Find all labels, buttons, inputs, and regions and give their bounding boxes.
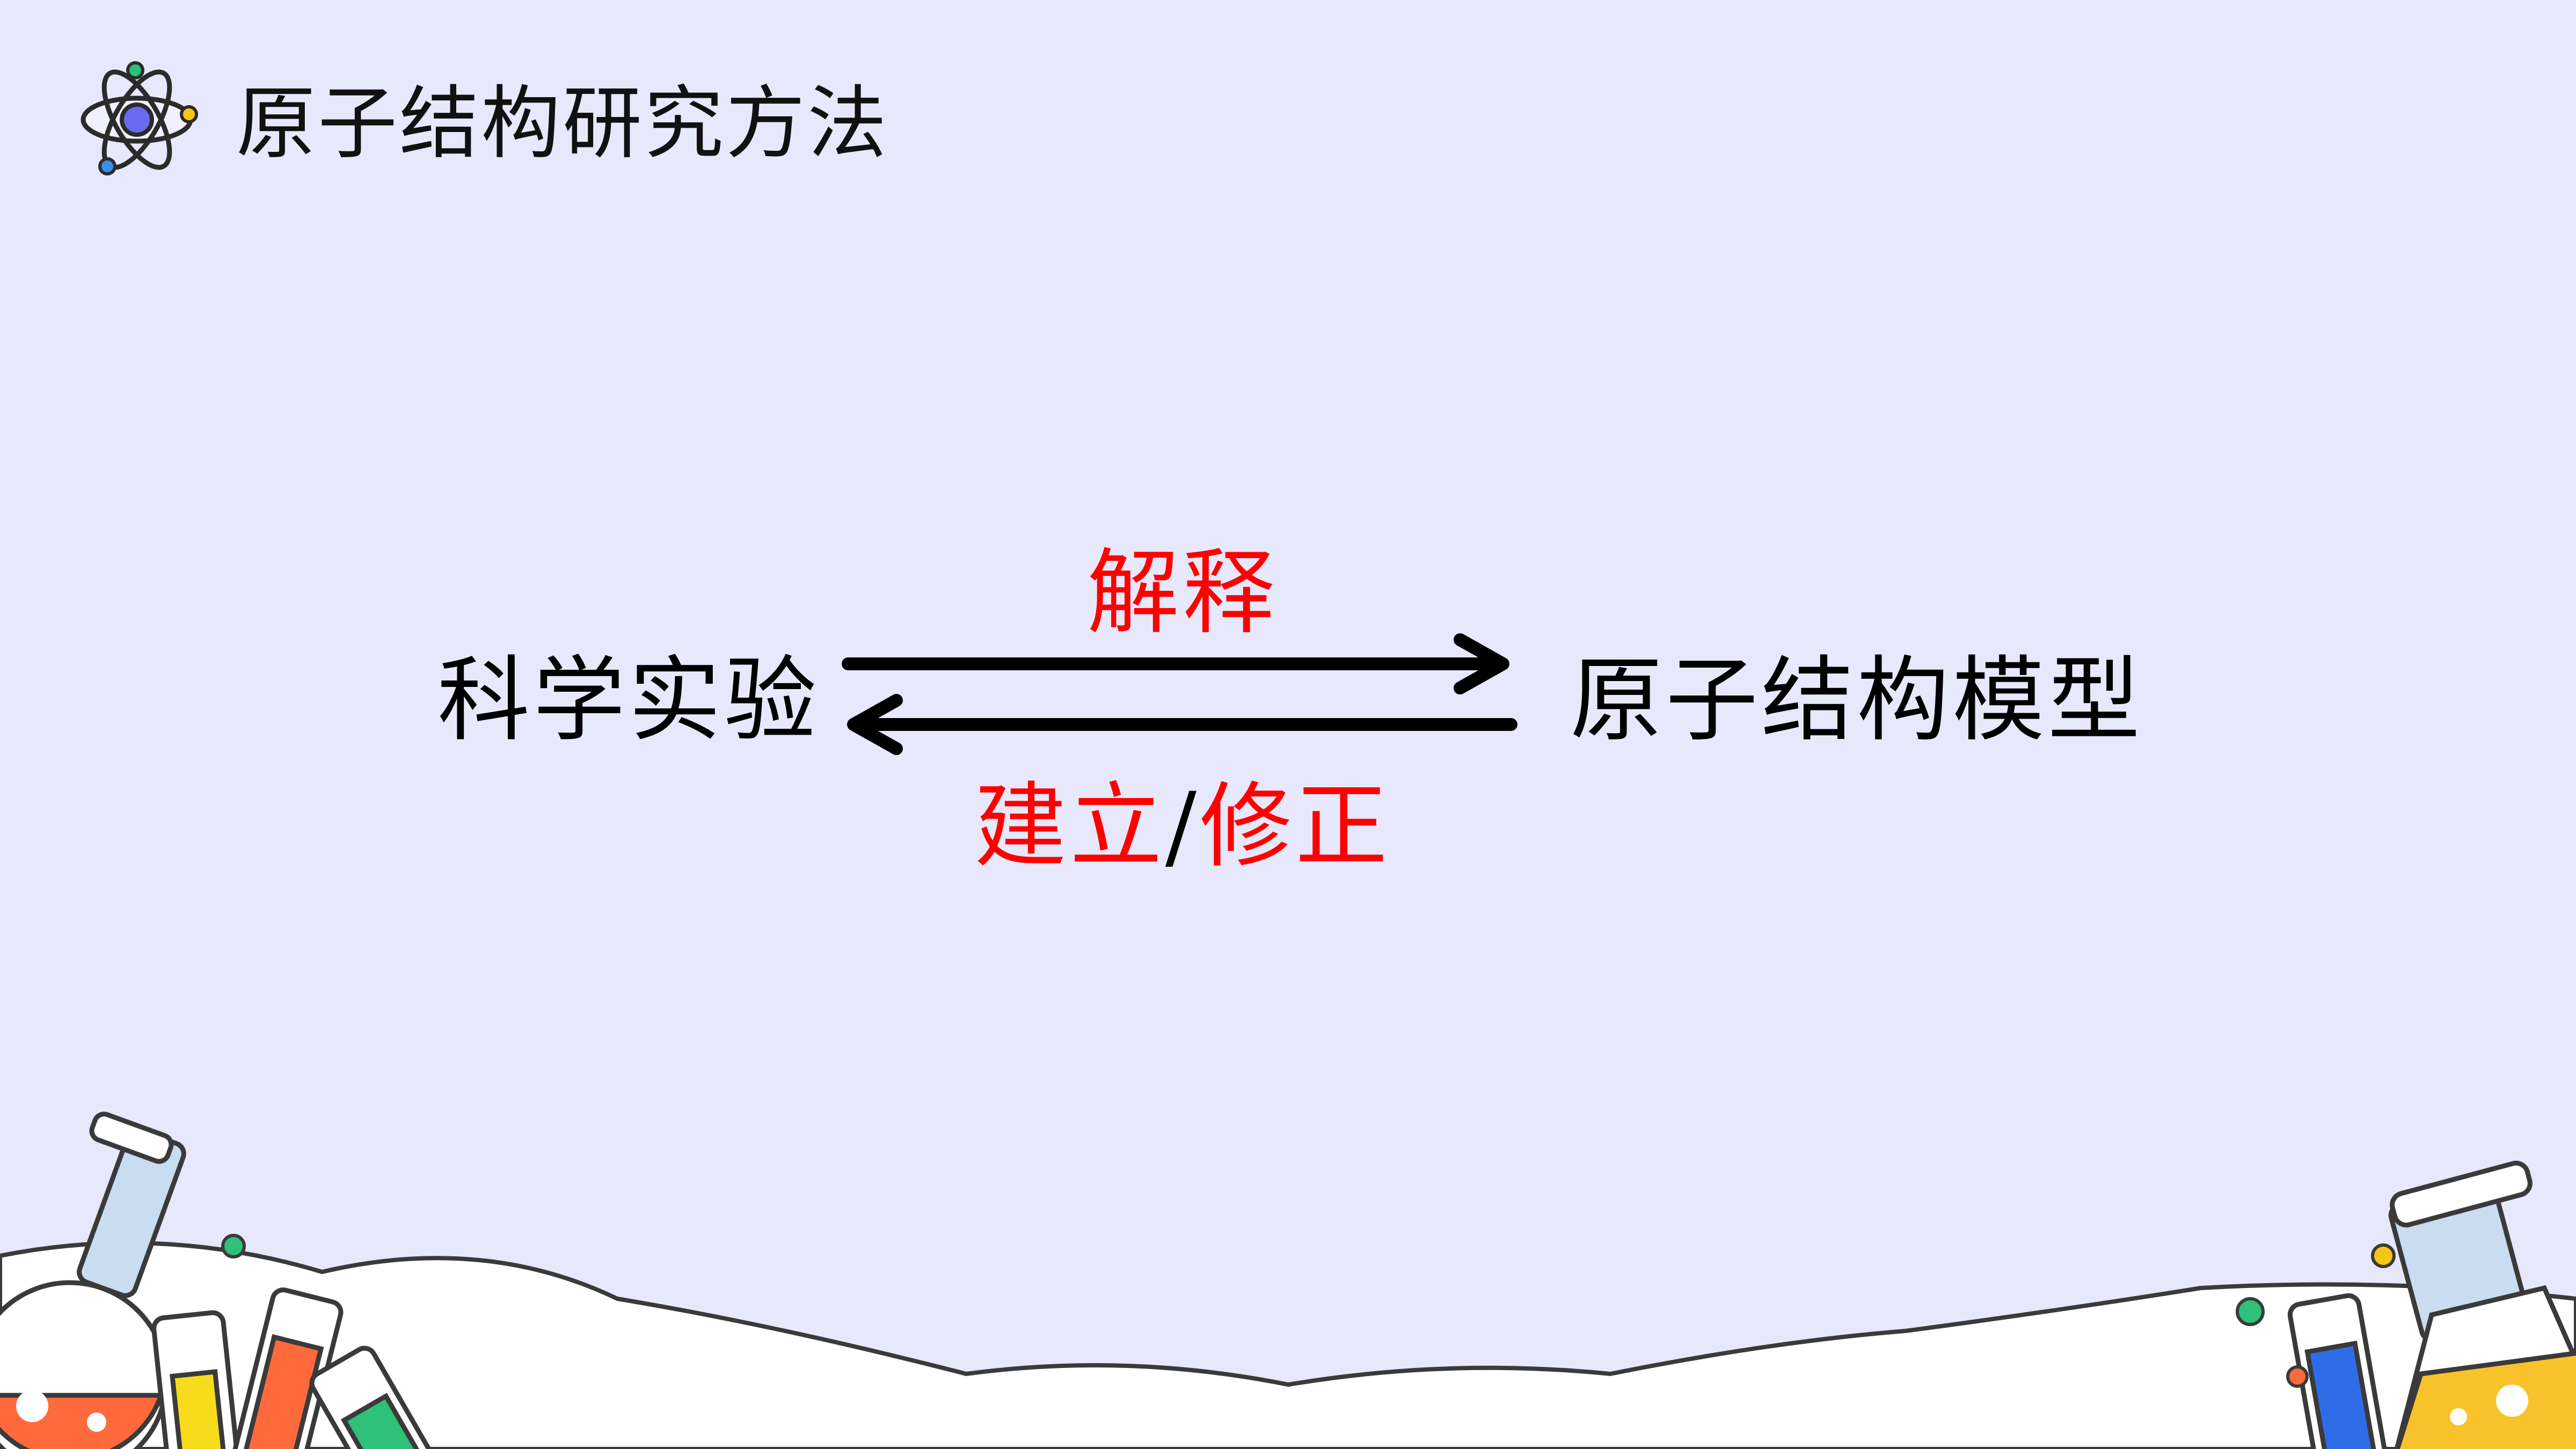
left-test-tubes-icon	[151, 1287, 437, 1449]
atom-icon	[81, 61, 198, 175]
model-node: 原子结构模型	[1570, 646, 2143, 754]
page-title: 原子结构研究方法	[236, 77, 889, 170]
backward-label-revise: 修正	[1199, 772, 1391, 880]
red-dot-icon	[2286, 1365, 2309, 1388]
backward-arrow	[847, 694, 1517, 755]
green-dot-icon-right	[2236, 1297, 2265, 1326]
green-dot-icon	[221, 1234, 246, 1258]
experiment-node: 科学实验	[437, 646, 820, 754]
conical-flask-icon	[2388, 1160, 2576, 1449]
backward-label-separator: /	[1165, 772, 1200, 880]
right-test-tubes-icon	[2287, 1293, 2388, 1449]
yellow-dot-icon	[2371, 1243, 2396, 1268]
forward-arrow	[842, 633, 1509, 694]
backward-label-establish: 建立	[974, 772, 1165, 880]
round-flask-icon	[0, 1111, 186, 1449]
backward-arrow-label: 建立/修正	[974, 773, 1391, 880]
cloud-border-icon	[0, 1241, 2576, 1449]
forward-arrow-label: 解释	[1087, 539, 1278, 647]
